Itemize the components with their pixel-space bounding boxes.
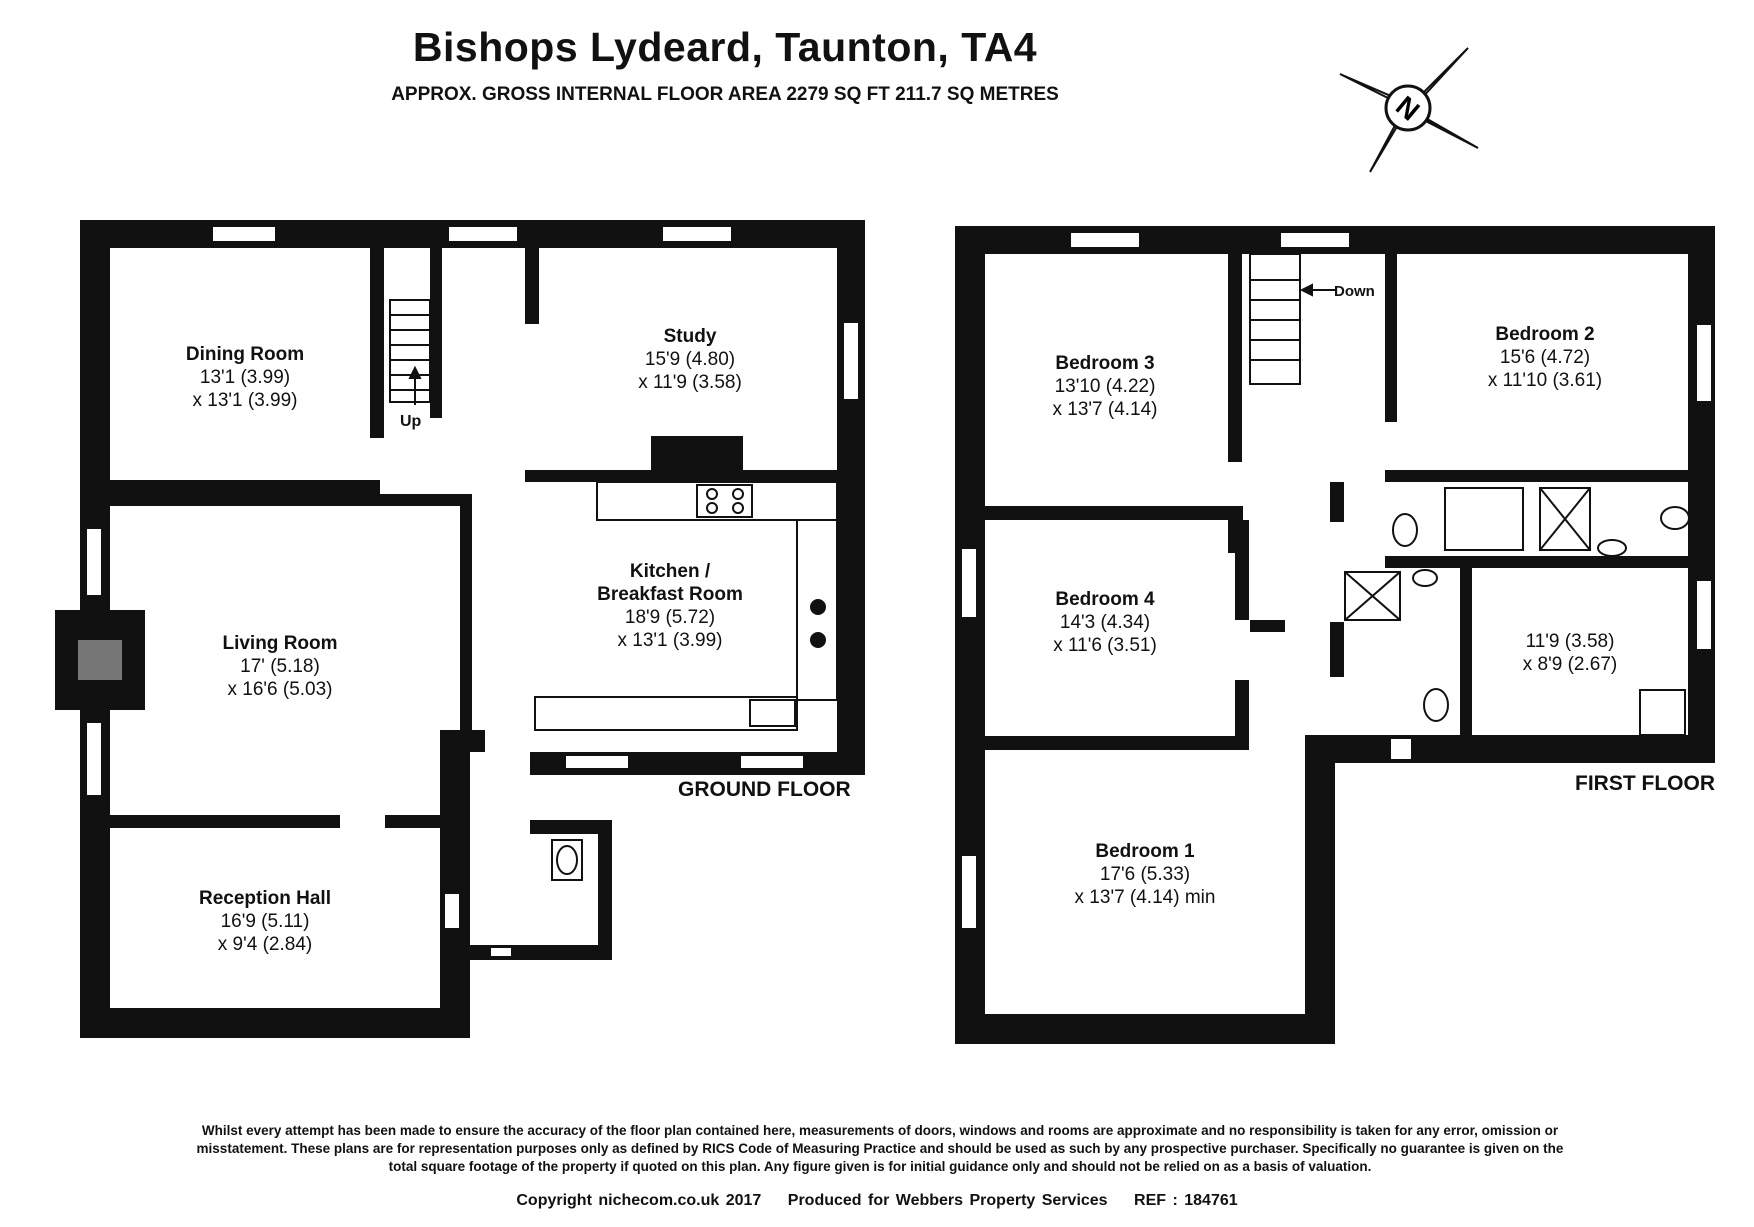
stairs-up-label: Up — [400, 413, 422, 430]
compass-icon: N — [1339, 47, 1479, 173]
disclaimer-text: Whilst every attempt has been made to en… — [196, 1123, 1564, 1174]
room-dining-room: Dining Room 13'1 (3.99) x 13'1 (3.99) — [185, 344, 305, 411]
room-living-room: Living Room 17' (5.18) x 16'6 (5.03) — [222, 633, 338, 700]
ground-floor-label: GROUND FLOOR — [678, 778, 851, 801]
room-unnamed-first-floor: 11'9 (3.58) x 8'9 (2.67) — [1522, 631, 1618, 675]
room-bedroom-2: Bedroom 2 15'6 (4.72) x 11'10 (3.61) — [1487, 324, 1603, 391]
room-study: Study 15'9 (4.80) x 11'9 (3.58) — [638, 326, 742, 393]
first-floor-label: FIRST FLOOR — [1575, 772, 1715, 795]
floor-area-subtitle: APPROX. GROSS INTERNAL FLOOR AREA 2279 S… — [391, 84, 1059, 105]
ground-floor-windows — [85, 225, 860, 958]
first-floor-walls — [955, 226, 1715, 1044]
ground-floor-walls — [55, 220, 865, 1038]
first-floor-windows — [960, 231, 1713, 930]
first-floor-stairs — [1249, 253, 1335, 385]
kitchen-units — [534, 436, 838, 731]
room-kitchen-breakfast: Kitchen / Breakfast Room 18'9 (5.72) x 1… — [597, 561, 743, 651]
ground-floor-stairs — [389, 299, 431, 405]
reference-text: REF : 184761 — [1134, 1192, 1238, 1209]
bathroom-fixtures — [551, 487, 1690, 881]
room-bedroom-1: Bedroom 1 17'6 (5.33) x 13'7 (4.14) min — [1074, 841, 1216, 908]
room-bedroom-4: Bedroom 4 14'3 (4.34) x 11'6 (3.51) — [1053, 589, 1157, 656]
copyright-text: Copyright nichecom.co.uk 2017 — [516, 1192, 762, 1209]
produced-for-text: Produced for Webbers Property Services — [787, 1192, 1108, 1209]
room-bedroom-3: Bedroom 3 13'10 (4.22) x 13'7 (4.14) — [1052, 353, 1158, 420]
plan-title: Bishops Lydeard, Taunton, TA4 — [412, 24, 1038, 70]
footer: Copyright nichecom.co.uk 2017 Produced f… — [0, 1192, 1754, 1210]
stairs-down-label: Down — [1334, 283, 1375, 300]
room-reception-hall: Reception Hall 16'9 (5.11) x 9'4 (2.84) — [199, 888, 331, 955]
